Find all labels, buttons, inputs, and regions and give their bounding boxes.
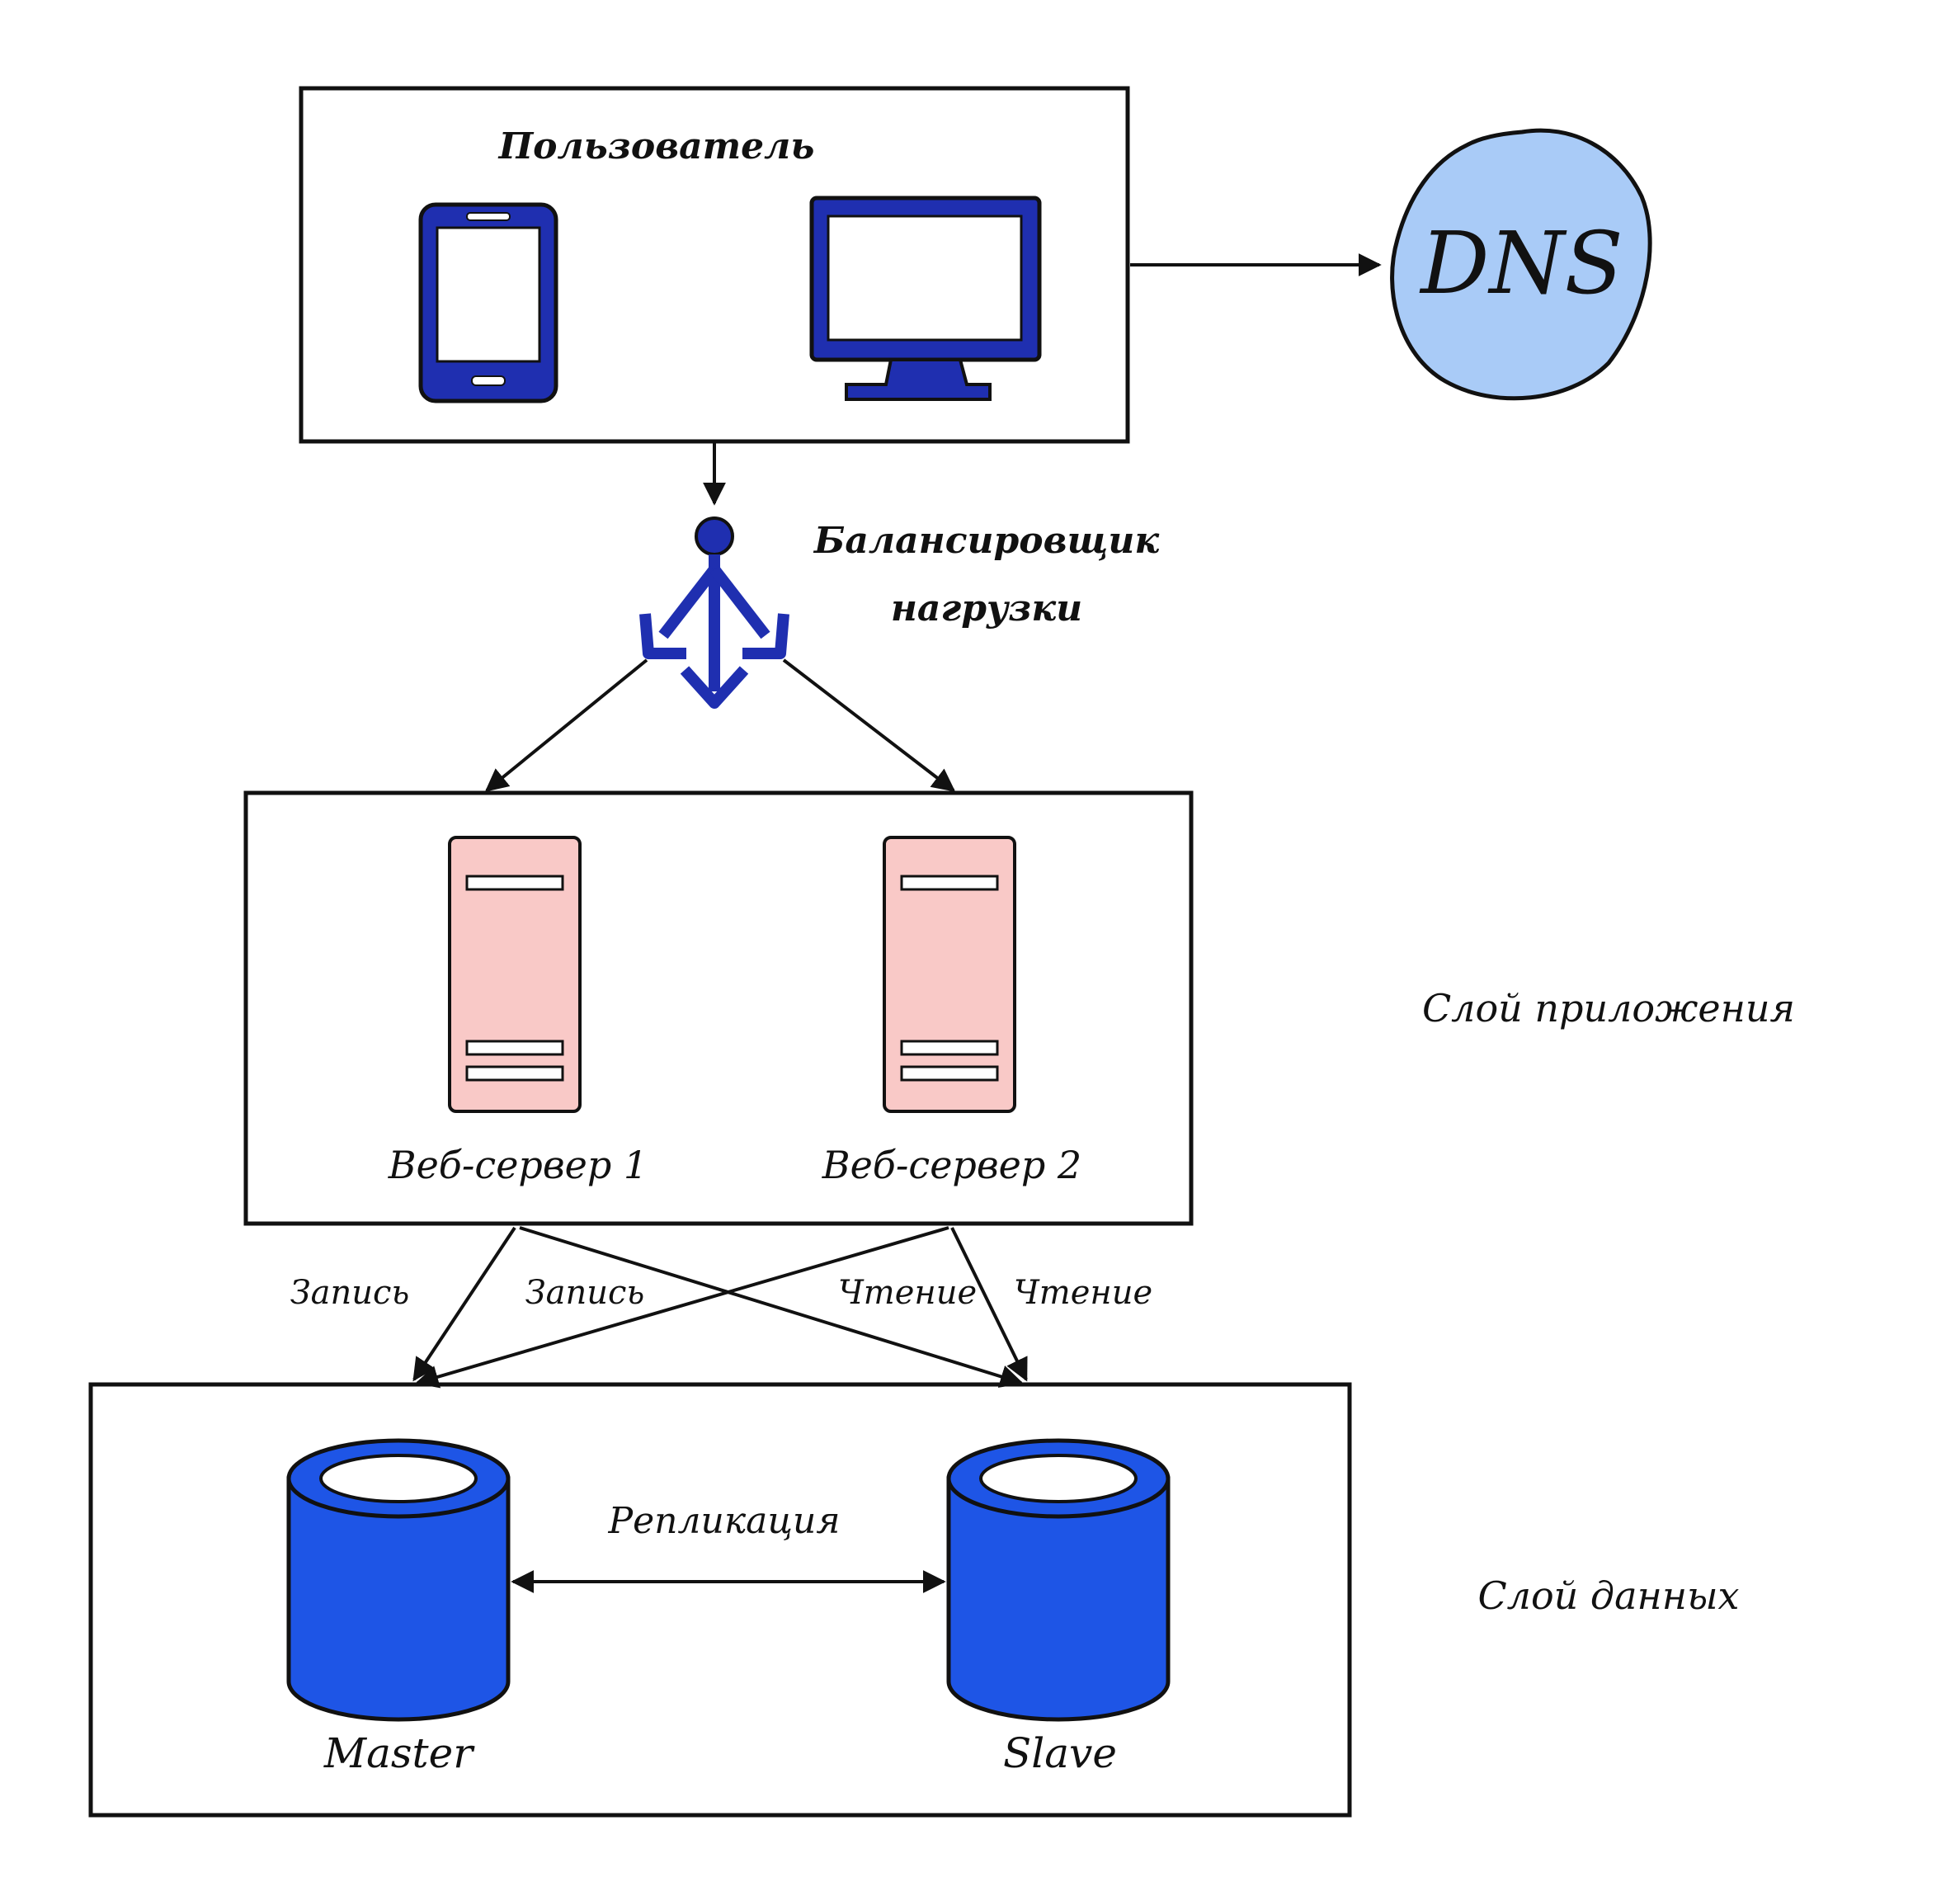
load-balancer-label-line1: Балансировщик — [813, 520, 1160, 562]
server2-to-master-arrow — [415, 1226, 949, 1389]
load-balancer-icon — [639, 516, 789, 709]
dns-label: DNS — [1419, 213, 1623, 314]
server1-to-master-arrow — [412, 1226, 516, 1382]
monitor-icon — [809, 196, 1042, 401]
server-1-icon — [448, 836, 582, 1113]
data-layer-label: Слой данных — [1477, 1573, 1739, 1618]
user-box: Пользователь — [299, 86, 1130, 444]
server-1-label: Веб-сервер 1 — [388, 1143, 648, 1187]
app-layer-label: Слой приложения — [1422, 986, 1795, 1031]
slave-database-icon — [946, 1438, 1171, 1722]
server1-to-slave-arrow — [519, 1226, 1024, 1388]
slave-label: Slave — [1003, 1729, 1117, 1777]
balancer-to-server2-arrow — [782, 658, 956, 792]
server-2-label: Веб-сервер 2 — [822, 1143, 1081, 1187]
load-balancer-label-line2: нагрузки — [891, 587, 1082, 630]
data-layer-box: Master Slave Репликация — [88, 1382, 1352, 1818]
user-box-title: Пользователь — [497, 125, 815, 167]
balancer-to-server1-arrow — [484, 658, 648, 792]
master-database-icon — [286, 1438, 511, 1722]
read-label-1: Чтение — [838, 1274, 977, 1312]
dns-node: DNS — [1390, 128, 1652, 401]
read-label-2: Чтение — [1014, 1274, 1152, 1312]
write-label-1: Запись — [290, 1274, 409, 1312]
replication-label: Репликация — [607, 1500, 840, 1542]
master-label: Master — [323, 1729, 475, 1777]
server-2-icon — [883, 836, 1016, 1113]
app-layer-box: Веб-сервер 1 Веб-сервер 2 — [243, 790, 1194, 1226]
write-label-2: Запись — [525, 1274, 644, 1312]
tablet-icon — [418, 202, 558, 403]
server2-to-slave-arrow — [950, 1227, 1028, 1382]
